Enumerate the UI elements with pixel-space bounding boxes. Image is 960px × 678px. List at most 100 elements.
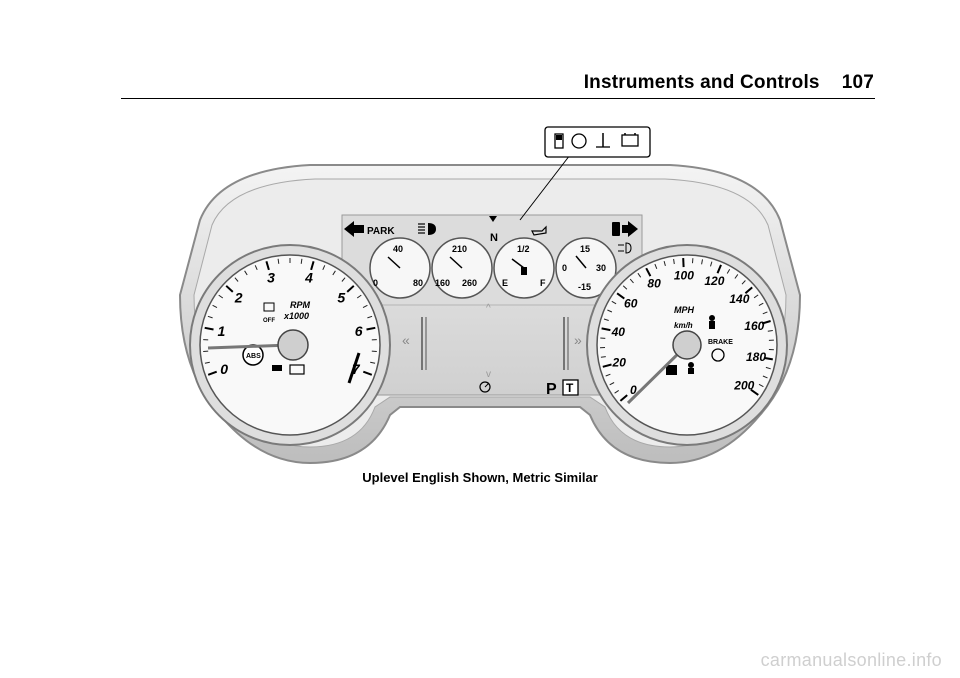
- volt-gauge-bottom: -15: [578, 282, 591, 292]
- chevron-right-icon: »: [574, 332, 582, 348]
- speed-tick-label: 40: [611, 325, 626, 339]
- tach-tick-minor-tick: [300, 258, 303, 264]
- speed-tick-major-tick: [619, 394, 628, 402]
- oil-pressure-gauge: 40 0 80: [369, 237, 431, 299]
- fuel-gauge-left: E: [502, 278, 508, 288]
- fuel-gauge-right: F: [540, 278, 546, 288]
- tach-tick-major-tick: [225, 285, 234, 293]
- tach-tick-minor-tick: [367, 315, 373, 319]
- section-title: Instruments and Controls: [583, 72, 820, 93]
- traction-control-icon: [571, 133, 587, 149]
- cruise-control-icon: [479, 381, 491, 393]
- oil-gauge-left: 0: [373, 278, 378, 288]
- speed-tick-minor-tick: [762, 311, 768, 315]
- voltage-gauge: 15 0 30 -15: [555, 237, 617, 299]
- speed-tick-minor-tick: [710, 261, 713, 267]
- speed-tick-label: 200: [733, 378, 754, 392]
- speed-tick-label: 60: [624, 297, 638, 311]
- speed-tick-label: 0: [630, 383, 637, 397]
- speed-tick-minor-tick: [701, 259, 703, 265]
- oil-can-icon: [531, 225, 547, 236]
- speed-tick-label: 20: [612, 356, 627, 370]
- speed-tick-minor-tick: [753, 294, 759, 299]
- tach-tick-major-tick: [346, 285, 355, 293]
- speed-tick-minor-tick: [758, 302, 764, 307]
- tach-unit-line1: RPM: [290, 300, 311, 310]
- watermark: carmanualsonline.info: [760, 650, 942, 670]
- gear-t-label: T: [566, 381, 574, 395]
- speed-tick-label: 100: [674, 268, 694, 282]
- tach-tick-label: 2: [234, 289, 243, 305]
- speed-tick-major-tick: [744, 286, 753, 295]
- speed-tick-label: 160: [744, 319, 764, 333]
- volt-gauge-top: 15: [580, 244, 590, 254]
- speed-tick-minor-tick: [767, 330, 773, 332]
- check-engine-icon: [289, 364, 305, 375]
- tach-tick-minor-tick: [370, 361, 376, 364]
- speed-tick-minor-tick: [607, 309, 613, 313]
- header-rule: [121, 98, 875, 99]
- fog-lamp-icon: [618, 242, 632, 254]
- figure-caption: Uplevel English Shown, Metric Similar: [362, 470, 598, 485]
- battery-icon: [621, 133, 639, 147]
- oil-gauge-right: 80: [413, 278, 423, 288]
- coolant-gauge-top: 210: [452, 244, 467, 254]
- left-turn-arrow-icon: [344, 221, 364, 237]
- right-turn-arrow-icon: [622, 221, 638, 237]
- tach-tick-minor-tick: [234, 277, 239, 282]
- speed-tick-minor-tick: [654, 263, 658, 269]
- chevron-down-icon: v: [486, 369, 491, 380]
- tach-tick-label: 5: [337, 289, 345, 305]
- coolant-temp-gauge: 210 160 260: [431, 237, 493, 299]
- tach-tick-major-tick: [204, 326, 214, 331]
- chevron-up-icon: ^: [486, 303, 491, 314]
- tach-tick-minor-tick: [207, 315, 213, 319]
- speed-tick-major-tick: [645, 267, 652, 277]
- speed-tick-minor-tick: [726, 268, 731, 274]
- speed-tick-major-tick: [750, 388, 759, 396]
- gear-n-label: N: [490, 232, 498, 244]
- chevron-left-icon: «: [402, 332, 410, 348]
- tach-tick-minor-tick: [356, 294, 362, 299]
- airbag-icon: [688, 362, 694, 374]
- coolant-gauge-right: 260: [462, 278, 477, 288]
- speed-tick-major-tick: [601, 327, 611, 332]
- tach-tick-label: 1: [218, 323, 226, 339]
- speed-tick-label: 120: [704, 274, 724, 288]
- tach-tick-label: 3: [267, 270, 275, 286]
- speed-tick-minor-tick: [637, 272, 642, 278]
- security-icon: [666, 365, 677, 375]
- speed-tick-minor-tick: [663, 260, 666, 267]
- speed-tick-minor-tick: [609, 382, 615, 386]
- tach-off-label: OFF: [263, 318, 275, 324]
- speed-tick-minor-tick: [605, 373, 611, 377]
- speed-tick-minor-tick: [614, 389, 619, 394]
- fuel-gauge-top: 1/2: [517, 244, 530, 254]
- tach-tick-minor-tick: [218, 294, 224, 299]
- tach-tick-minor-tick: [212, 304, 218, 309]
- park-label: PARK: [367, 226, 395, 237]
- speed-tick-minor-tick: [762, 375, 768, 379]
- fuel-gauge: 1/2 E F: [493, 237, 555, 299]
- coolant-gauge-left: 160: [435, 278, 450, 288]
- tach-tick-major-tick: [265, 261, 270, 271]
- tach-tick-minor-tick: [362, 304, 368, 309]
- warning-callout-box: [544, 126, 651, 158]
- speed-tick-minor-tick: [600, 356, 606, 358]
- oil-gauge-top: 40: [393, 244, 403, 254]
- volt-gauge-right: 30: [596, 263, 606, 273]
- speed-tick-major-tick: [602, 363, 612, 368]
- speed-tick-label: 140: [729, 292, 749, 306]
- fuel-icon: [554, 133, 564, 149]
- speed-tick-major-tick: [716, 264, 722, 274]
- stabilitrak-icon: [272, 365, 282, 371]
- tach-tick-major-tick: [310, 261, 315, 271]
- instrument-cluster-illustration: PARK N 40 0 80 210 160 260 1/2 E F: [178, 126, 802, 465]
- seatbelt-icon: [709, 315, 715, 329]
- coolant-temp-icon: [596, 133, 610, 148]
- tow-haul-badge: [562, 379, 579, 396]
- tach-tick-major-tick: [207, 370, 218, 376]
